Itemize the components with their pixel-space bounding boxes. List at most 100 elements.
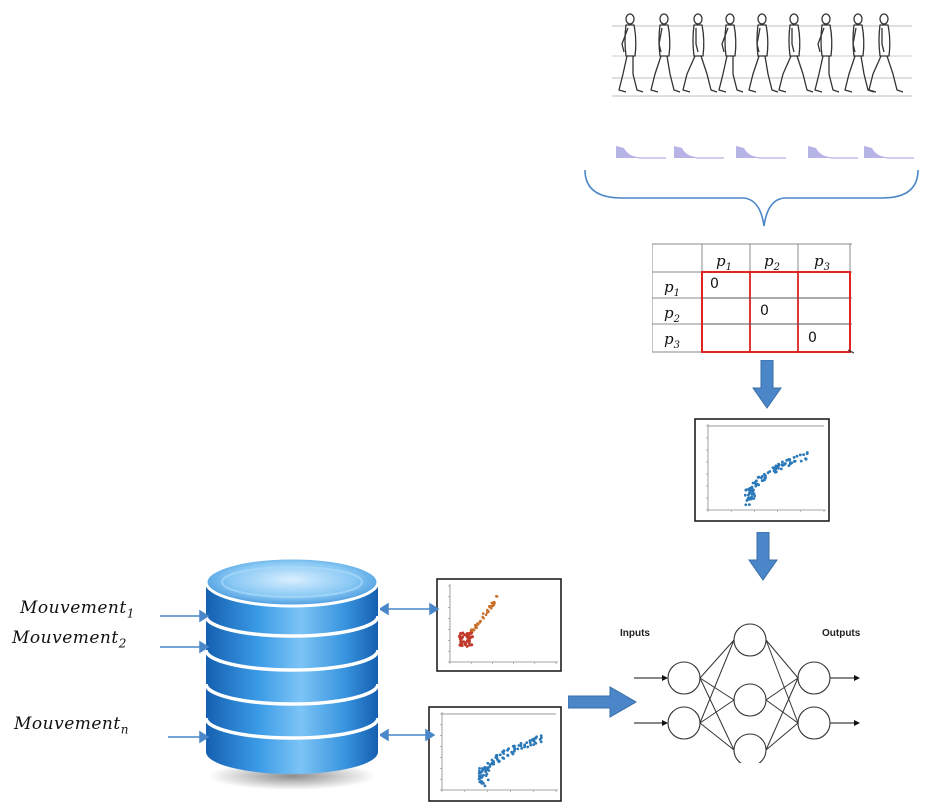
scatter-point (748, 503, 751, 506)
matrix-cell-1-1: 0 (710, 276, 719, 292)
nn-node-l3-1 (797, 661, 831, 695)
scatter-point (462, 640, 466, 644)
scatter-point (486, 761, 490, 765)
scatter-point (743, 493, 747, 497)
nn-node-l3-2 (797, 706, 831, 740)
movement-label-1: Mouvement1 (20, 598, 135, 621)
scatter-point (459, 639, 463, 643)
scatter-point (468, 635, 472, 639)
gait-pulse (864, 146, 914, 159)
scatter-point (539, 734, 543, 737)
scatter-point (511, 752, 515, 756)
scatter-point (520, 747, 524, 750)
scatter-point (501, 756, 505, 760)
scatter-point (486, 778, 490, 782)
scatter-point (792, 456, 796, 459)
scatter-point (532, 743, 535, 746)
scatter-point (519, 742, 523, 745)
scatter-point (756, 482, 759, 486)
arrow-right-to-network (568, 686, 638, 718)
scatter-point (528, 741, 532, 745)
scatter-point (529, 743, 533, 747)
scatter-point (756, 475, 760, 479)
database-plot-double-arrows (380, 602, 440, 742)
scatter-point (492, 760, 495, 763)
scatter-point (476, 623, 480, 626)
scatter-point (463, 642, 467, 646)
scatter-point (792, 460, 796, 463)
scatter-point (763, 478, 766, 482)
scatter-point (465, 632, 469, 636)
scatter-point (752, 497, 756, 500)
scatter-point (526, 745, 530, 749)
scatter-point (539, 740, 543, 744)
neural-network-icon (634, 623, 860, 763)
scatter-point (497, 760, 501, 764)
scatter-point (799, 459, 803, 463)
movement-input-arrows (160, 609, 210, 744)
scatter-point (771, 466, 775, 470)
arrow-down-matrix-to-plot (752, 360, 782, 409)
matrix-cell-2-2: 0 (760, 303, 769, 319)
scatter-point (785, 459, 789, 462)
scatter-point (774, 470, 778, 474)
scatter-point (513, 749, 516, 753)
scatter-point (776, 466, 779, 469)
scatter-point (487, 610, 490, 613)
movement-label-2: Mouvement2 (12, 628, 127, 651)
scatter-plot-projection (694, 418, 830, 522)
scatter-point (492, 600, 496, 604)
scatter-point (485, 767, 488, 771)
scatter-point (749, 486, 752, 490)
gait-pulse (616, 146, 666, 159)
walking-figure-icon (682, 13, 718, 93)
gait-pulse (736, 146, 786, 159)
scatter-point (534, 736, 538, 740)
movement-label-n: Mouvementn (14, 714, 129, 737)
scatter-point (519, 744, 523, 748)
scatter-point (754, 484, 758, 488)
scatter-point (752, 492, 756, 496)
row-header-p2: p2 (664, 304, 680, 325)
scatter-point (804, 457, 807, 460)
scatter-point (760, 474, 764, 478)
gait-signal-pulses (616, 146, 914, 159)
curly-brace (584, 169, 919, 227)
scatter-point (467, 640, 471, 644)
scatter-point (783, 463, 786, 466)
nn-node-l2-3 (733, 733, 767, 763)
scatter-point (779, 467, 783, 471)
scatter-point (751, 481, 755, 485)
scatter-point (479, 619, 482, 623)
walking-figure-icon (650, 13, 681, 93)
scatter-point (523, 743, 527, 747)
scatter-point (506, 753, 509, 757)
nn-node-l2-1 (733, 623, 767, 657)
scatter-point (788, 459, 792, 462)
outputs-label: Outputs (822, 628, 861, 639)
inputs-label: Inputs (620, 628, 650, 639)
scatter-point (484, 770, 487, 773)
scatter-point (479, 774, 483, 778)
scatter-point (481, 612, 485, 615)
scatter-point (777, 462, 780, 466)
scatter-point (484, 774, 488, 777)
scatter-point (477, 777, 481, 781)
scatter-point (525, 741, 529, 744)
scatter-point (465, 634, 469, 638)
scatter-point (540, 736, 543, 740)
scatter-point (483, 784, 487, 788)
scatter-point (459, 632, 463, 636)
scatter-point (487, 769, 491, 772)
scatter-point (470, 643, 474, 647)
scatter-point (470, 628, 473, 631)
scatter-point (507, 747, 510, 751)
scatter-point (766, 471, 770, 475)
scatter-point (787, 464, 791, 467)
scatter-point (755, 479, 758, 483)
nn-node-l1-1 (667, 661, 701, 695)
walking-figure-icon (868, 13, 904, 93)
scatter-point (798, 453, 802, 457)
walking-figure-icon (778, 13, 814, 93)
scatter-plot-movement-1 (436, 578, 562, 672)
